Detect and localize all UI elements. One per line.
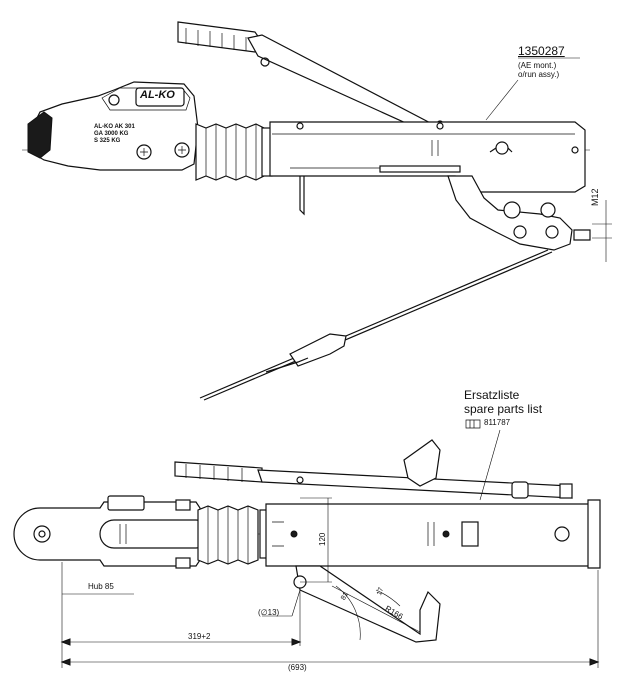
dim-length-a: 319+2 — [188, 632, 211, 641]
assembly-note-de: (AE mont.) — [518, 61, 557, 70]
dim-stroke: Hub 85 — [88, 582, 114, 591]
assembly-note-en: o/run assy.) — [518, 70, 560, 79]
bellows-plan — [197, 505, 259, 565]
plate-line-3: S 325 KG — [94, 138, 121, 144]
dim-length-b: (693) — [288, 663, 307, 672]
coupling-head-plan — [13, 495, 211, 569]
parts-list-title-en: spare parts list — [464, 402, 543, 416]
brake-arm-plan — [293, 439, 441, 643]
dim-height: 120 — [318, 532, 327, 546]
bottom-view — [13, 419, 601, 668]
parts-list-number: 811787 — [484, 418, 511, 427]
coupling-head — [27, 81, 199, 171]
drawbar-housing — [261, 121, 586, 216]
handbrake-lever — [177, 21, 444, 135]
parts-list-title-de: Ersatzliste — [464, 388, 520, 402]
plate-line-1: AL-KO AK 301 — [94, 124, 135, 130]
handbrake-lever-plan — [174, 461, 573, 499]
thread-dimension — [592, 200, 612, 262]
thread-label: M12 — [590, 188, 600, 206]
plate-line-2: GA 3000 KG — [94, 131, 129, 137]
bellows — [195, 123, 265, 181]
brake-linkage — [199, 175, 591, 401]
dim-hole: (∅13) — [258, 608, 280, 617]
top-view — [22, 21, 612, 401]
parts-list-callout — [465, 419, 501, 501]
part-number: 1350287 — [518, 44, 565, 58]
dimensions-plan — [60, 497, 600, 668]
brand-logo: AL-KO — [140, 89, 175, 101]
drawbar-housing-plan — [259, 481, 601, 569]
